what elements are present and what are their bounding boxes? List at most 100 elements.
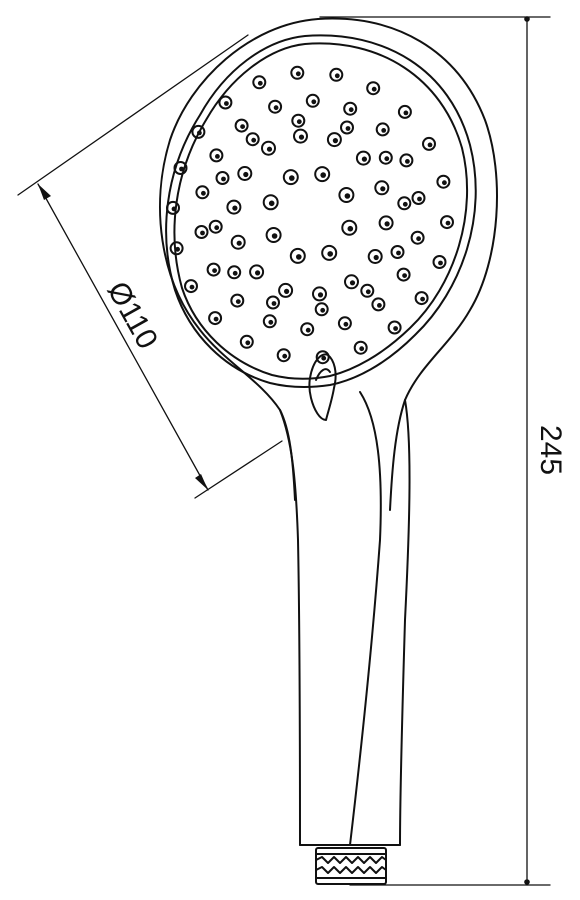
nozzle [314,166,331,183]
nozzle [344,274,359,290]
nozzle [209,148,224,163]
nozzle [191,124,206,139]
nozzle [360,283,375,298]
nozzle-hole [371,86,377,92]
nozzle-hole [402,273,407,278]
diameter-dimension-label: Ø110 [101,276,164,354]
nozzle-hole [224,101,229,106]
nozzle [411,191,426,205]
nozzle-hole [380,186,386,192]
nozzle [289,247,306,264]
nozzle [414,291,429,306]
nozzle-hole [296,119,302,125]
nozzle [305,93,320,108]
nozzle-hole [221,176,226,182]
nozzle-hole [282,353,288,359]
nozzle [266,295,280,310]
nozzle [312,286,327,302]
nozzle-hole [396,250,401,256]
nozzle [340,120,354,135]
nozzle-hole [320,172,327,178]
nozzle-hole [175,246,181,252]
nozzle-hole [255,270,261,276]
nozzle [343,101,358,116]
nozzle-hole [296,254,302,260]
nozzle [252,75,267,90]
nozzle [282,169,299,186]
nozzle [390,245,405,259]
nozzle [169,241,184,256]
nozzle [290,65,305,80]
nozzle [218,95,233,110]
nozzle [378,215,394,231]
nozzle-hole [393,326,398,331]
nozzle [314,302,329,317]
nozzle-hole [420,296,425,302]
nozzle [410,230,425,245]
nozzle [230,234,246,250]
nozzle-hole [298,134,305,140]
threaded-connector [315,847,387,885]
nozzle-hole [416,236,421,242]
nozzle-hole [232,270,238,276]
nozzle [262,194,279,211]
nozzle [367,249,383,264]
nozzle-hole [215,154,220,159]
nozzle-hole [197,130,202,136]
nozzle [397,104,412,119]
diameter-dimension [17,34,283,499]
nozzle-hole [344,193,351,199]
handle-right-edge [399,399,411,846]
nozzle [245,132,260,147]
nozzle-hole [273,105,279,111]
nozzle [375,122,390,137]
nozzle-hole [311,99,317,105]
nozzle-hole [347,225,354,232]
head-face-rim-inner [173,42,469,380]
nozzle [432,255,447,269]
head-face-rim [165,34,477,389]
nozzle-hole [243,171,249,178]
nozzle [237,166,253,181]
nozzle-hole [268,319,274,325]
nozzle [378,150,393,165]
nozzle-hole [384,156,390,162]
nozzle-hole [271,233,278,239]
nozzle-hole [332,138,338,144]
nozzle-hole [305,327,311,333]
nozzle-hole [365,289,371,295]
spray-nozzles [166,65,454,365]
nozzle [371,297,386,312]
nozzle [226,199,242,215]
nozzle-hole [236,240,242,246]
nozzle-hole [427,142,433,148]
nozzle-hole [320,307,326,313]
nozzle [208,219,223,234]
nozzle-hole [327,251,334,257]
nozzle-hole [240,124,246,129]
handle-left-edge [279,409,301,846]
nozzle [326,132,342,148]
nozzle-hole [213,316,219,322]
nozzle [239,334,254,349]
nozzle-hole [251,137,257,143]
nozzle-hole [438,260,443,266]
mode-selector-lever-ridge [315,368,331,381]
nozzle-hole [171,206,177,212]
nozzle [341,219,358,236]
nozzle-hole [381,127,387,133]
nozzle [249,264,265,280]
nozzle [366,81,381,96]
nozzle [353,340,368,355]
nozzle [315,350,330,365]
nozzle-hole [212,268,218,273]
nozzle-hole [295,71,301,77]
nozzle-hole [442,180,447,186]
nozzle [206,262,221,277]
nozzle [194,225,209,239]
nozzle [276,348,291,363]
head-outer-rim-left [159,18,319,501]
nozzle-hole [417,196,422,202]
